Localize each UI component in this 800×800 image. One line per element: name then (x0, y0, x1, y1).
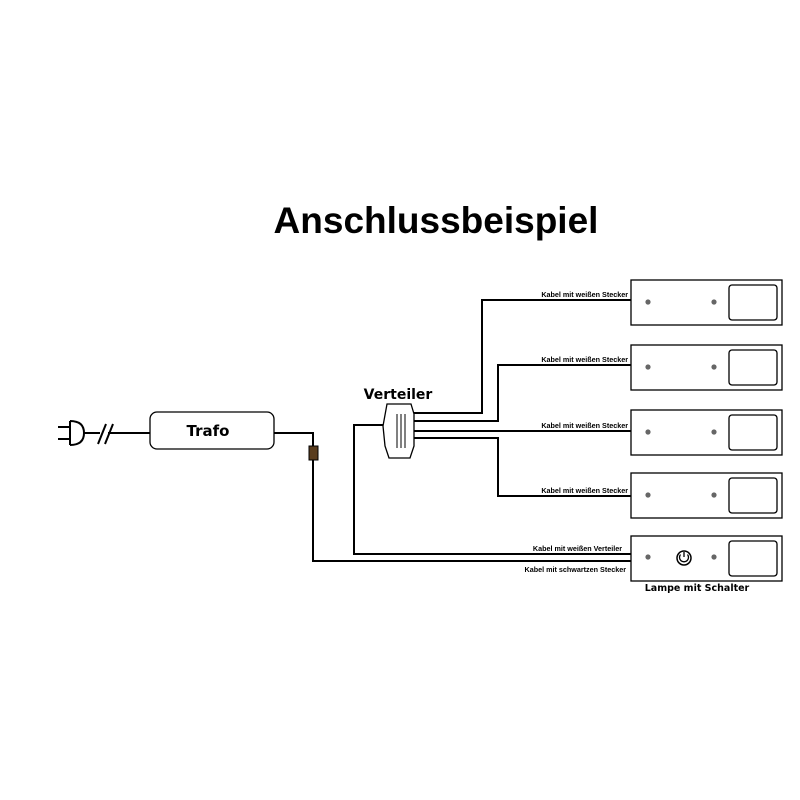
trafo-box (149, 411, 275, 450)
lamp-lens (728, 414, 778, 451)
cable-connector (308, 445, 319, 461)
lamp-screw (645, 429, 651, 435)
lamp-switch-label: Lampe mit Schalter (645, 583, 750, 594)
lamp-1 (630, 279, 783, 326)
wiring (274, 299, 631, 562)
cable-lamp-4 (414, 437, 631, 497)
cable-label-3: Kabel mit weißen Stecker (541, 421, 628, 430)
lamp-screw (711, 429, 717, 435)
power-switch-icon (676, 550, 692, 566)
lamp-screw (711, 299, 717, 305)
lamp-screw (711, 364, 717, 370)
cable-label-5: Kabel mit weißen Verteiler (533, 544, 622, 553)
verteiler-label: Verteiler (364, 387, 433, 403)
lamp-screw (645, 492, 651, 498)
power-plug-icon (58, 420, 150, 446)
cable-lamp-2 (414, 364, 631, 422)
lamp-3 (630, 409, 783, 456)
distributor-feed-cable (353, 424, 631, 555)
verteiler: Verteiler (364, 387, 433, 459)
lamp-lens (728, 477, 778, 514)
lamp-screw (645, 299, 651, 305)
cable-label-1: Kabel mit weißen Stecker (541, 290, 628, 299)
lamp-2 (630, 344, 783, 391)
verteiler-box (382, 403, 415, 459)
lamp-4 (630, 472, 783, 519)
trafo-label: Trafo (187, 422, 230, 440)
lamp-screw (645, 364, 651, 370)
lamp-screw (711, 492, 717, 498)
cable-label-2: Kabel mit weißen Stecker (541, 355, 628, 364)
lamp-screw (711, 554, 717, 560)
lamp-lens (728, 540, 778, 577)
lamp-screw (645, 554, 651, 560)
cable-label-6: Kabel mit schwartzen Stecker (525, 565, 627, 574)
cable-label-4: Kabel mit weißen Stecker (541, 486, 628, 495)
trafo: Trafo (149, 411, 275, 450)
main-cable (274, 432, 631, 562)
diagram-title: Anschlussbeispiel (274, 200, 599, 241)
lamp-with-switch (630, 535, 783, 582)
cable-lamp-1 (414, 299, 631, 414)
lamp-lens (728, 349, 778, 386)
lamp-lens (728, 284, 778, 321)
